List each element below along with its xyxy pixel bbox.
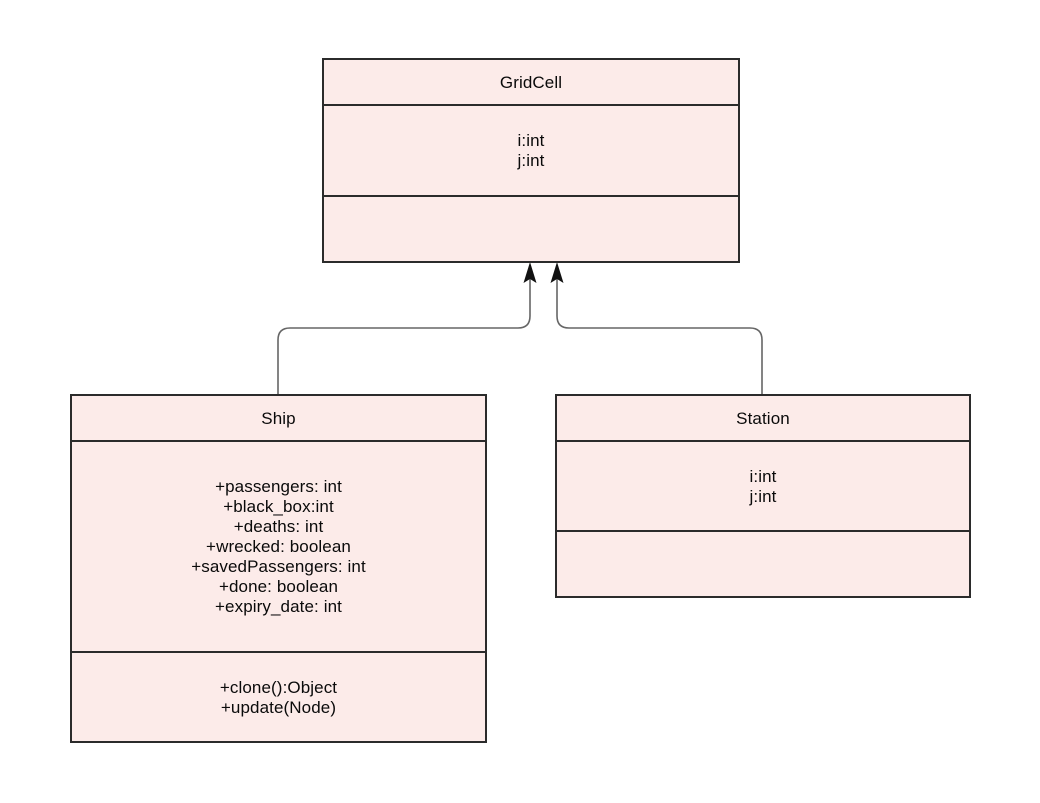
member-line: +savedPassengers: int [191,557,366,576]
class-name-ship: Ship [261,408,296,428]
member-line: i:int [749,466,777,486]
member-line: +deaths: int [233,517,324,536]
member-line: +update(Node) [220,697,337,717]
operations-compartment-gridcell [324,195,738,261]
class-box-ship[interactable]: Ship +passengers: int+black_box:int+deat… [70,394,487,743]
connector-station-to-gridcell[interactable] [550,262,763,394]
attributes-compartment-ship: +passengers: int+black_box:int+deaths: i… [72,440,485,651]
member-line: +black_box:int [223,497,334,516]
member-line: +expiry_date: int [215,597,342,616]
class-name-gridcell: GridCell [499,72,563,92]
member-line: j:int [517,151,545,170]
member-line: +clone():Object [219,677,338,697]
member-line: +done: boolean [218,577,339,596]
operations-compartment-ship: +clone():Object+update(Node) [72,651,485,741]
connector-station-path [556,276,763,394]
member-line: +wrecked: boolean [206,537,351,556]
member-line: +passengers: int [215,477,342,496]
arrowhead-station-to-gridcell [550,262,564,283]
arrowhead-ship-to-gridcell [523,262,537,283]
connector-ship-path [277,276,531,394]
member-line: i:int [517,131,545,150]
connector-ship-to-gridcell[interactable] [277,262,537,394]
member-line: j:int [749,486,777,506]
operations-compartment-station [557,530,969,596]
class-name-station: Station [736,408,790,428]
